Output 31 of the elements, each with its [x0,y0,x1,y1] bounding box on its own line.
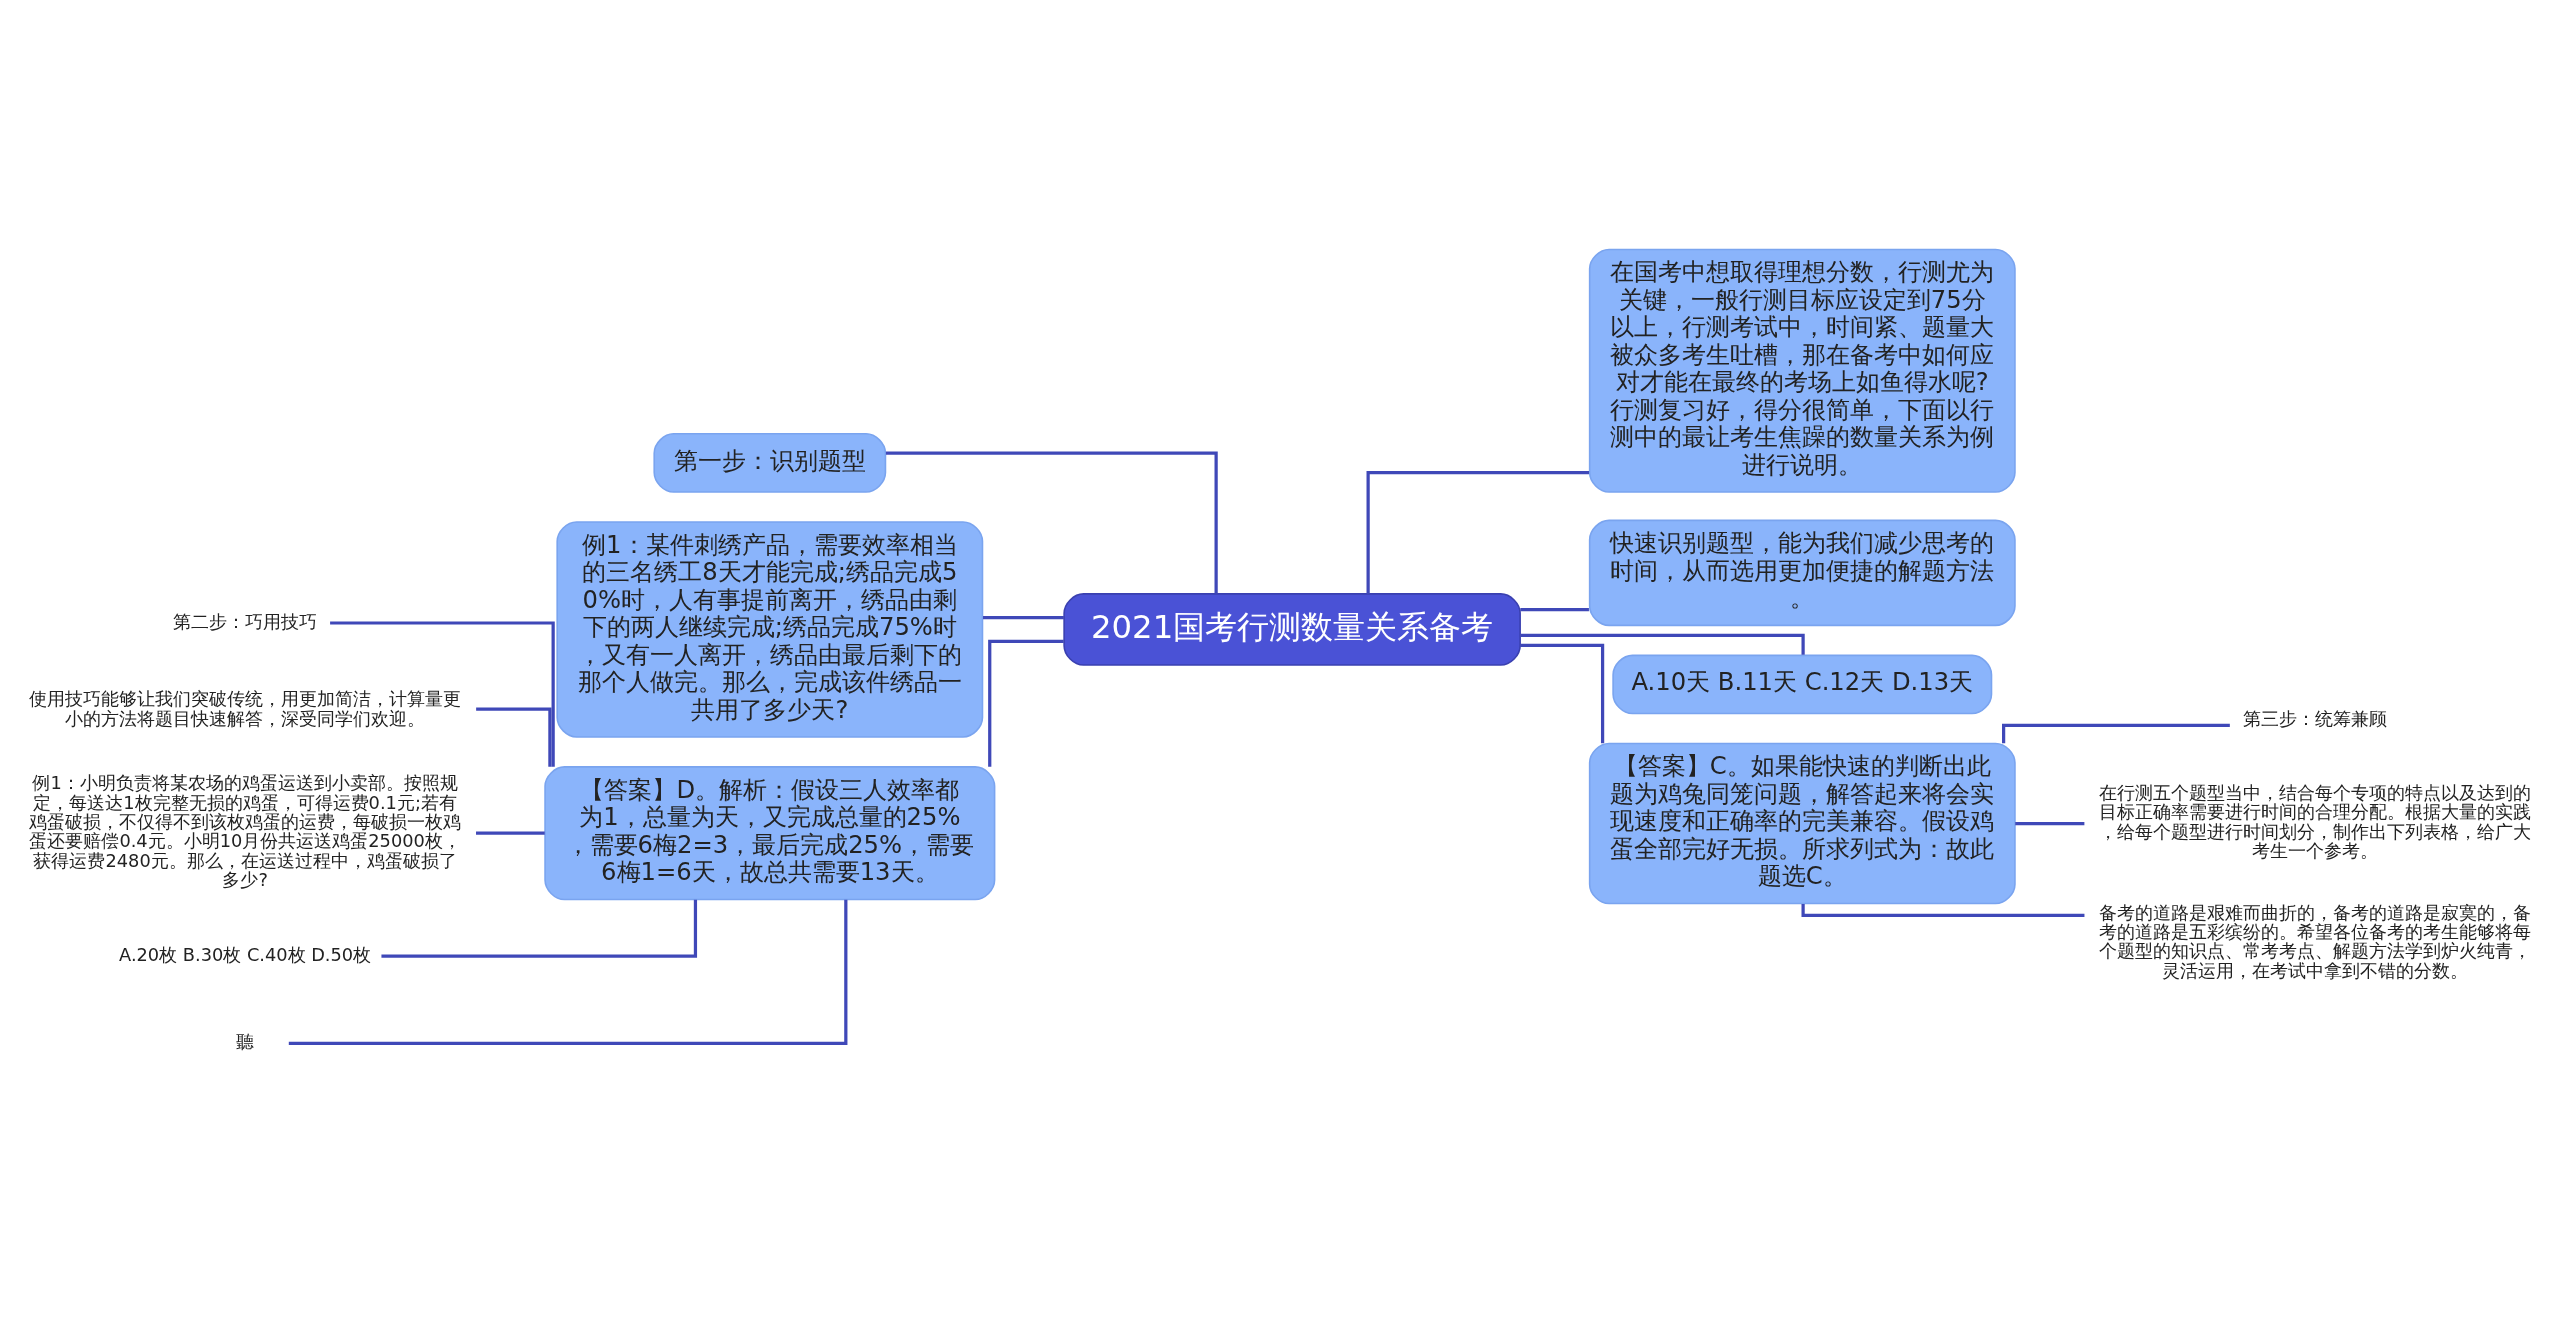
node-text: 例1：小明负责将某农场的鸡蛋运送到小卖部。按照规定，每送达1枚完整无损的鸡蛋，可得运费0.1元;若有鸡蛋破损，不仅得不到该枚鸡蛋的运费，每破损一枚鸡蛋还要赔偿0.4元。小明10月份共运送鸡蛋25000枚，获得运费2480元。那么，在运送过程中，鸡蛋破损了多少? [29,771,462,890]
node-text: 备考的道路是艰难而曲折的，备考的道路是寂寞的，备考的道路是五彩缤纷的。希望各位备考的考生能够将每个题型的知识点、常考考点、解题方法学到炉火纯青，灵活运用，在考试中拿到不错的分数。 [2098,901,2531,981]
node-box: 【答案】C。如果能快速的判断出此题为鸡兔同笼问题，解答起来将会实现速度和正确率的完美兼容。假设鸡蛋全部完好无损。所求列式为：故此题选C。 [1588,742,2016,904]
connector [476,831,545,835]
node-box: A.10天 B.11天 C.12天 D.13天 [1612,654,1993,714]
node-text: 在行测五个题型当中，结合每个专项的特点以及达到的目标正确率需要进行时间的合理分配。根据大量的实践，给每个题型进行时间划分，制作出下列表格，给广大考生一个参考。 [2098,781,2531,861]
node-box: 例1：某件刺绣产品，需要效率相当的三名绣工8天才能完成;绣品完成50%时，人有事提前离开，绣品由剩下的两人继续完成;绣品完成75%时，又有一人离开，绣品由最后剩下的那个人做完。那么，完成该件绣品一共用了多少天? [556,520,984,738]
connector [1520,643,1605,743]
node-box: 快速识别题型，能为我们减少思考的时间，从而选用更加便捷的解题方法。 [1588,519,2016,626]
node-box: 2021国考行测数量关系备考 [1063,592,1521,666]
connector [988,639,1064,767]
connector [2015,821,2085,825]
node-text: 第三步：统筹兼顾 [2242,707,2387,729]
connector [1520,633,1805,655]
connector [288,899,848,1045]
connector [885,451,1218,594]
node-text: 使用技巧能够让我们突破传统，用更加简洁，计算量更小的方法将题目快速解答，深受同学们欢迎。 [29,687,462,729]
node-text: 第二步：巧用技巧 [173,610,318,632]
connector [2002,723,2230,743]
node-box: 第一步：识别题型 [653,432,887,493]
node-box: 在国考中想取得理想分数，行测尤为关键，一般行测目标应设定到75分以上，行测考试中，时间紧、题量大被众多考生吐槽，那在备考中如何应对才能在最终的考场上如鱼得水呢?行测复习好，得分很简单，下面以行测中的最让考生焦躁的数量关系为例进行说明。 [1588,248,2016,493]
node-box: 【答案】D。解析：假设三人效率都为1，总量为天，又完成总量的25%，需要6梅2=3，最后完成25%，需要6梅1=6天，故总共需要13天。 [544,765,996,900]
connector [1520,607,1589,611]
node-text: A.20枚 B.30枚 C.40枚 D.50枚 [119,943,372,965]
node-text: 聽 [236,1030,255,1052]
connector [476,707,552,767]
connector [983,615,1064,619]
connector [330,620,555,767]
connector [381,899,698,958]
connector [1366,470,1590,594]
connector [1801,903,2085,917]
